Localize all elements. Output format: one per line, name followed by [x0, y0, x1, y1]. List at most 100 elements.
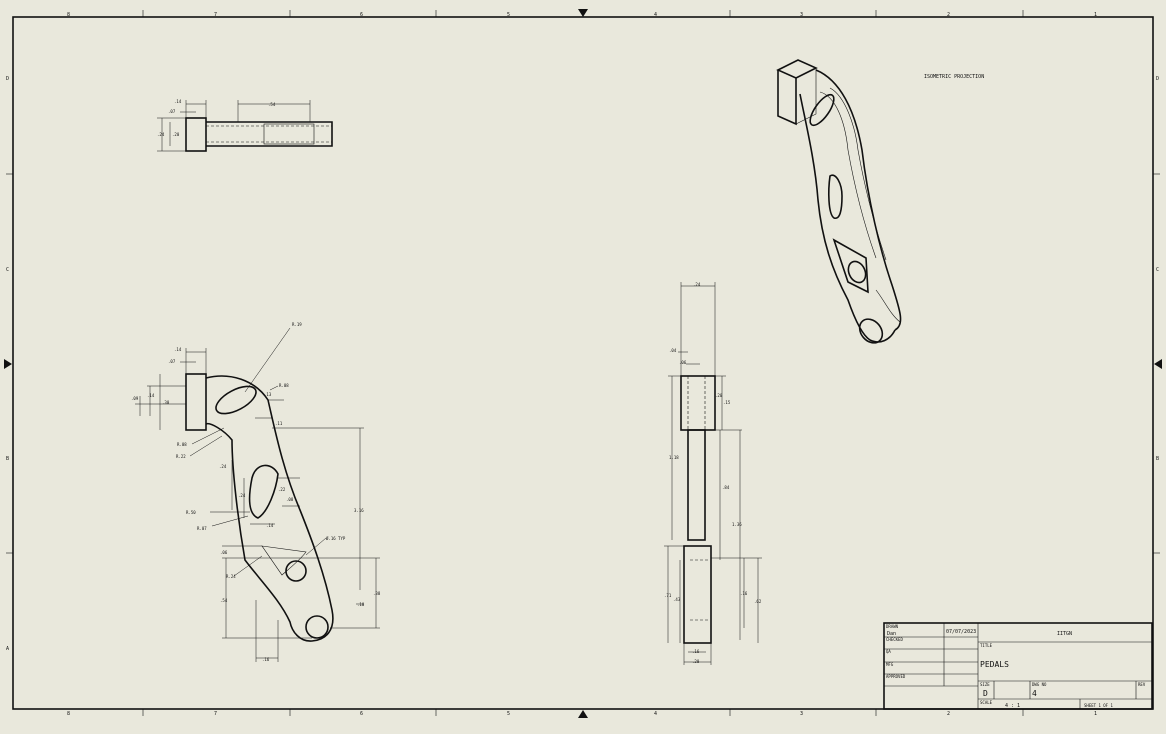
dim-label: .11	[275, 421, 283, 426]
dim-label: .84	[722, 485, 730, 490]
top-view: .14 .07 .54 .24 .20	[157, 99, 333, 152]
center-marks	[4, 9, 1162, 718]
dim-label: .14	[266, 523, 274, 528]
dim-label: R.24	[226, 574, 236, 579]
col-label-1: 1	[1094, 12, 1097, 18]
col-label-1b: 1	[1094, 711, 1097, 717]
dim-label: .62	[754, 599, 762, 604]
dim-label: .22	[278, 487, 286, 492]
col-label-4b: 4	[654, 711, 657, 717]
size-label: SIZE	[980, 682, 990, 687]
dim-label: .30	[162, 400, 170, 405]
dim-label: .10	[357, 602, 365, 607]
col-label-3: 3	[800, 12, 803, 18]
row-label-b-right: B	[1156, 456, 1159, 462]
dim-label: Ø.16 TYP	[326, 536, 346, 541]
col-label-6: 6	[360, 12, 363, 18]
dim-label: .14	[174, 99, 182, 104]
dim-label: .04	[669, 348, 677, 353]
row-label-a: A	[6, 646, 9, 652]
dim-label: R.22	[176, 454, 186, 459]
dwg-no-label: DWG NO	[1032, 682, 1047, 687]
dim-label: 3.16	[354, 508, 364, 513]
dim-label: .38	[373, 591, 381, 596]
dim-label: 1.36	[732, 522, 742, 527]
col-label-5b: 5	[507, 711, 510, 717]
approved-label: APPROVED	[886, 674, 906, 679]
dim-label: .15	[723, 400, 731, 405]
dim-label: .07	[168, 109, 176, 114]
scale-label: SCALE	[980, 700, 993, 705]
dim-label: .24	[693, 282, 701, 287]
dim-label: .14	[174, 347, 182, 352]
title-block: DRAWN Dan 07/07/2023 CHECKED QA MFG APPR…	[883, 622, 1153, 710]
mfg-label: MFG	[886, 662, 894, 667]
title-label: TITLE	[980, 643, 993, 648]
isometric-view: ISOMETRIC PROJECTION	[776, 59, 984, 344]
dim-label: 1.18	[669, 455, 679, 460]
iso-title: ISOMETRIC PROJECTION	[924, 74, 984, 80]
front-dimension-lines	[135, 327, 380, 662]
col-label-5: 5	[507, 12, 510, 18]
dim-label: .07	[168, 359, 176, 364]
col-label-8b: 8	[67, 711, 70, 717]
col-label-6b: 6	[360, 711, 363, 717]
dim-label: .08	[286, 497, 294, 502]
dwg-no: 4	[1032, 689, 1037, 698]
dim-label: R.08	[279, 383, 289, 388]
side-view: .24 .04 .06 .20 .15 1.18 .84 1.36 .71 .4…	[664, 282, 762, 665]
row-labels: D C B A D C B	[6, 76, 1159, 652]
qa-label: QA	[886, 649, 891, 654]
col-label-4: 4	[654, 12, 657, 18]
sheet-border	[12, 16, 1154, 710]
sheet-number: SHEET 1 OF 1	[1084, 703, 1113, 708]
drawn-label: DRAWN	[886, 624, 899, 629]
col-label-8: 8	[67, 12, 70, 18]
checked-label: CHECKED	[886, 637, 903, 642]
col-label-3b: 3	[800, 711, 803, 717]
dim-label: R.19	[292, 322, 302, 327]
drawn-date: 07/07/2023	[946, 629, 976, 635]
dim-label: R.07	[197, 526, 207, 531]
col-label-7: 7	[214, 12, 217, 18]
dim-label: .54	[268, 102, 276, 107]
sheet-size: D	[983, 689, 988, 698]
dim-label: .06	[679, 360, 687, 365]
dim-label: .16	[740, 591, 748, 596]
dim-label: R.50	[186, 510, 196, 515]
dim-label: R.08	[177, 442, 187, 447]
dim-label: .20	[715, 393, 723, 398]
dim-label: .24	[219, 464, 227, 469]
row-label-c: C	[6, 267, 9, 273]
dim-label: .24	[238, 493, 246, 498]
dim-label: .16	[692, 649, 700, 654]
dim-label: .09	[131, 396, 139, 401]
row-label-c-right: C	[1156, 267, 1159, 273]
dim-label: .20	[692, 659, 700, 664]
col-label-2b: 2	[947, 711, 950, 717]
row-label-b: B	[6, 456, 9, 462]
row-label-d-right: D	[1156, 76, 1159, 82]
dim-label: .20	[172, 132, 180, 137]
company-name: IITGN	[1057, 631, 1072, 637]
column-labels: 8 7 6 5 4 3 2 1 8 7 6 5 4 3 2 1	[67, 12, 1097, 717]
dim-label: .71	[664, 593, 672, 598]
dim-label: .43	[673, 597, 681, 602]
dim-label: .06	[220, 550, 228, 555]
col-label-7b: 7	[214, 711, 217, 717]
dim-label: .16	[262, 657, 270, 662]
front-view: .14 .07 .09 .14 .30 R.19 R.08 .13 .11 R.…	[131, 322, 381, 662]
dim-label: .24	[157, 132, 165, 137]
drawing-title: PEDALS	[980, 660, 1009, 669]
rev-label: REV	[1138, 682, 1146, 687]
zone-ticks	[6, 10, 1160, 716]
dim-label: .13	[264, 392, 272, 397]
scale-value: 4 : 1	[1005, 703, 1020, 709]
dim-label: .54	[220, 598, 228, 603]
drawn-by: Dan	[887, 631, 896, 637]
dim-label: .14	[147, 393, 155, 398]
col-label-2: 2	[947, 12, 950, 18]
row-label-d: D	[6, 76, 9, 82]
